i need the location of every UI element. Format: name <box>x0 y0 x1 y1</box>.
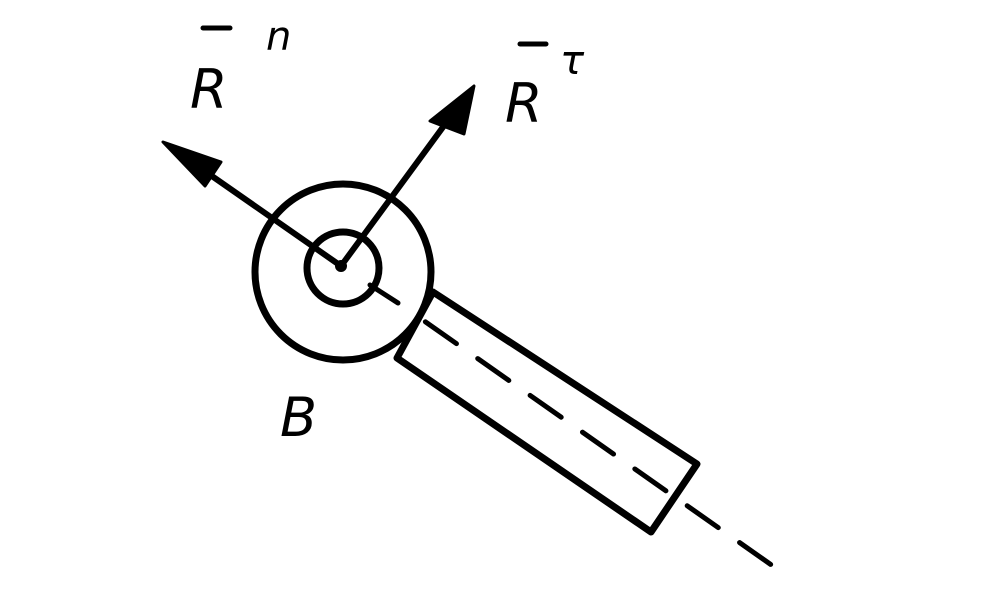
tangential-reaction-arrow-shaft <box>338 105 460 269</box>
joint-outer-circle <box>251 180 435 364</box>
rod-body <box>393 288 701 536</box>
joint-inner-circle <box>303 228 383 308</box>
normal-reaction-arrowhead <box>161 140 223 188</box>
rt-label-superscript: τ <box>560 38 585 84</box>
tangential-reaction-arrowhead <box>428 84 476 136</box>
point-b-label: B <box>280 386 317 449</box>
rn-label-main: R <box>190 58 228 121</box>
rn-label-superscript: n <box>266 14 291 60</box>
rt-label-main: R <box>505 72 543 135</box>
rod-centerline <box>370 282 793 581</box>
joint-centerline-segment <box>367 282 401 306</box>
